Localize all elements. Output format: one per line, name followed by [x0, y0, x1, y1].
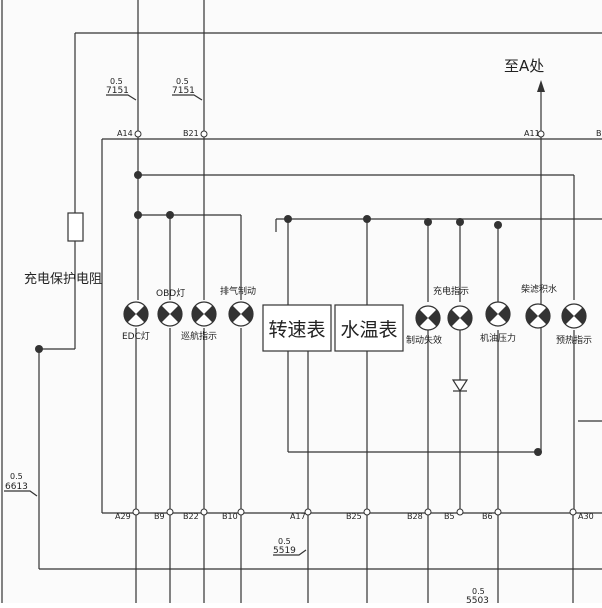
terminal-label-a17: A17 [290, 512, 306, 521]
label-exhaust-brake: 排气制动 [220, 285, 256, 297]
lamp-edc [123, 301, 149, 327]
terminal-label-b5: B5 [444, 512, 455, 521]
label-preheat-indicator: 预热指示 [556, 334, 592, 346]
terminal-label-a14: A14 [117, 129, 133, 138]
gauge-temp: 水温表 [334, 304, 404, 352]
terminal-label-b22: B22 [183, 512, 199, 521]
wire-gauge-5503: 0.5 [472, 587, 485, 596]
top-connector: A14 B21 A11 B [101, 129, 602, 513]
terminal-b21 [200, 130, 208, 138]
lamp-preheat [561, 303, 587, 329]
label-fuel-filter-water: 柴滤积水 [521, 283, 557, 295]
wire-id-6613: 6613 [5, 482, 28, 492]
terminal-label-a11: A11 [524, 129, 540, 138]
wire-id-7151a: 7151 [106, 86, 129, 96]
terminal-label-b25: B25 [346, 512, 362, 521]
terminal-label-b: B [596, 129, 602, 138]
to-a-label: 至A处 [504, 57, 544, 75]
terminal-label-b28: B28 [407, 512, 423, 521]
terminal-label-b21: B21 [183, 129, 199, 138]
wire-gauge-6613: 0.5 [10, 472, 23, 481]
lamp-cruise [191, 301, 217, 327]
charge-protection-resistor [67, 212, 84, 242]
lamp-labels: OBD灯 排气制动 充电指示 柴滤积水 EDC灯 巡航指示 制动失效 机油压力 … [122, 283, 592, 346]
gauge-tach: 转速表 [262, 304, 332, 352]
label-brake-failure: 制动失效 [406, 334, 442, 346]
label-obd-lamp: OBD灯 [156, 288, 185, 299]
down-wires [135, 515, 574, 603]
bottom-connector: A29 B9 B22 B10 A17 B25 B28 B5 B6 A30 [102, 508, 602, 521]
wire-gauge-7151b: 0.5 [176, 77, 189, 86]
lamp-brake-failure [415, 305, 441, 331]
lamp-obd [157, 301, 183, 327]
lamp-fuel-filter-water [525, 303, 551, 329]
terminal-label-b9: B9 [154, 512, 165, 521]
terminal-a11 [537, 130, 545, 138]
terminal-label-a30: A30 [578, 512, 594, 521]
label-charge-indicator: 充电指示 [433, 285, 469, 297]
label-cruise-indicator: 巡航指示 [181, 330, 217, 342]
wire-labels: 0.5 7151 0.5 7151 0.5 6613 0.5 5519 0.5 … [4, 77, 489, 606]
wire-id-5503: 5503 [466, 596, 489, 603]
arrow-up-icon [537, 80, 545, 92]
lamp-exhaust-brake [228, 301, 254, 327]
terminal-label-b6: B6 [482, 512, 493, 521]
wire-id-7151b: 7151 [172, 86, 195, 96]
wire-gauge-7151a: 0.5 [110, 77, 123, 86]
internal-wires [134, 137, 602, 509]
gauge-tach-label: 转速表 [268, 319, 325, 341]
label-oil-pressure: 机油压力 [480, 332, 516, 344]
indicator-lamps [123, 301, 587, 331]
label-edc-lamp: EDC灯 [122, 331, 150, 342]
terminal-label-a29: A29 [115, 512, 131, 521]
lamp-oil-pressure [485, 301, 511, 327]
terminal-label-b10: B10 [222, 512, 238, 521]
terminal-a14 [134, 130, 142, 138]
gauge-temp-label: 水温表 [340, 319, 397, 341]
lamp-charge [447, 305, 473, 331]
diode-icon [451, 379, 469, 393]
resistor-label: 充电保护电阻 [24, 271, 102, 287]
wire-gauge-5519: 0.5 [278, 537, 291, 546]
wire-id-5519: 5519 [273, 546, 296, 556]
